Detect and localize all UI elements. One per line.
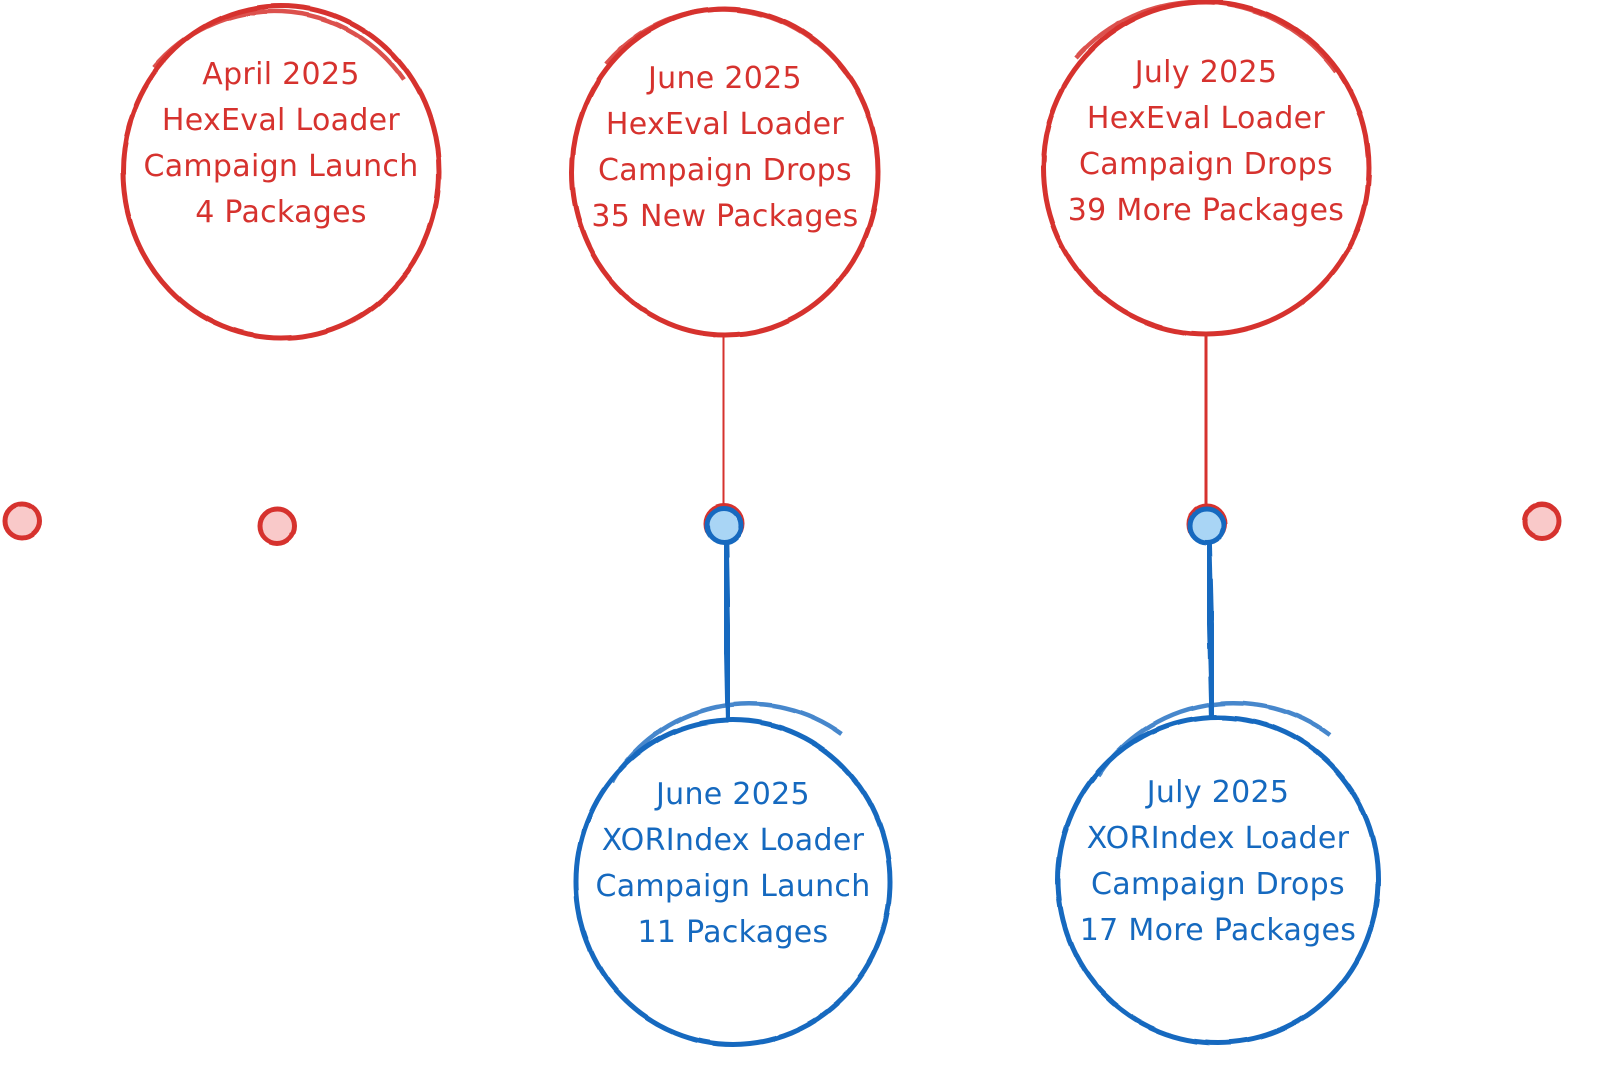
connector-stem-xorindex-june-2025 [721, 526, 733, 725]
event-bubble-april-2025[interactable] [120, 3, 442, 341]
connector-stem-xorindex-july-2025 [1204, 526, 1217, 722]
axis-end-endpoint [1522, 501, 1562, 541]
connector-stem-hexeval-july-2025 [1201, 333, 1211, 528]
event-bubble-xorindex-july-2025[interactable] [1055, 700, 1381, 1046]
timeline-node-june-2025[interactable] [703, 503, 745, 546]
event-bubble-hexeval-july-2025[interactable] [1040, 0, 1372, 337]
axis-start-endpoint [2, 501, 42, 541]
event-bubble-xorindex-june-2025[interactable] [573, 701, 893, 1047]
event-bubble-hexeval-june-2025[interactable] [569, 6, 881, 338]
connector-stem-hexeval-june-2025 [719, 334, 728, 528]
timeline-node-july-2025[interactable] [1186, 503, 1228, 546]
timeline-node-april-2025[interactable] [257, 506, 297, 546]
